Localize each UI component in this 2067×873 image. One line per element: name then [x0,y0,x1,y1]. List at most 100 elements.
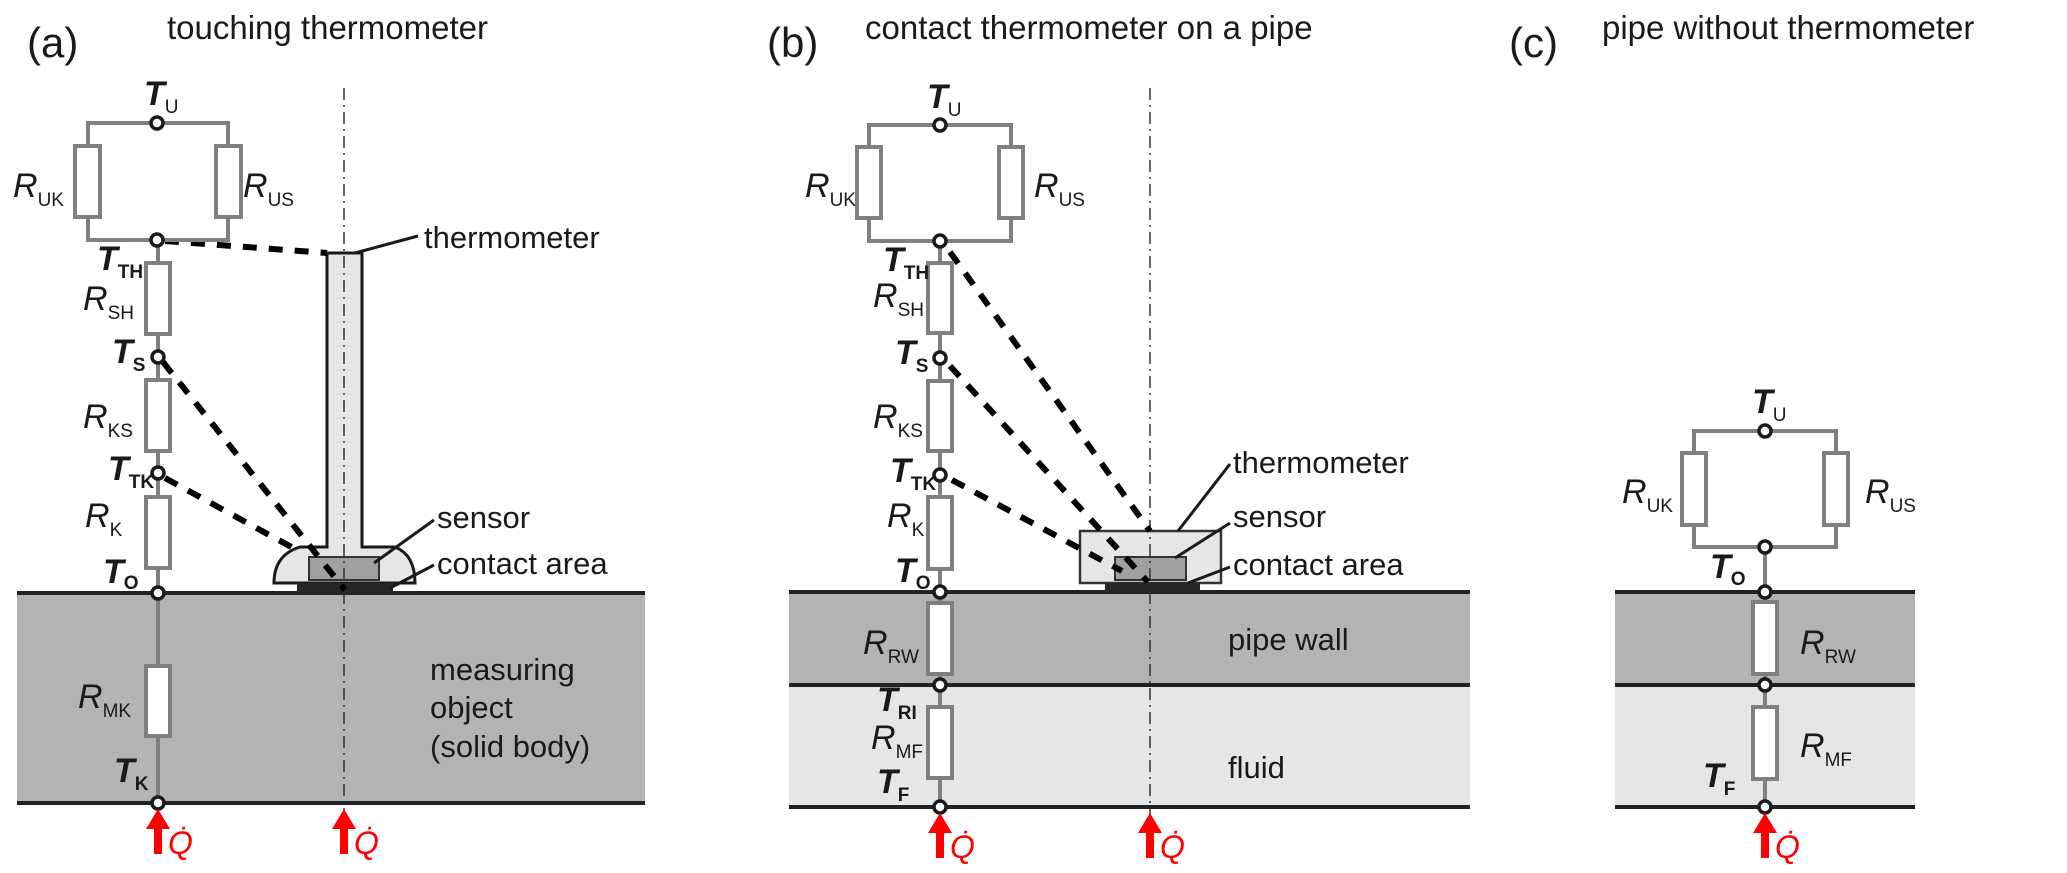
body-label-1: measuring [430,652,575,687]
panel-b-title: contact thermometer on a pipe [865,9,1313,46]
label-to: TO [895,552,931,594]
resistor-us [1822,451,1850,527]
node-tf [932,799,948,815]
node-th [932,233,948,249]
label-tu: TU [1752,383,1787,426]
sensor-leader [373,518,435,565]
contact-leader [1187,565,1231,585]
label-ttk: TTK [108,450,154,493]
heat-flow-arrow [928,813,952,858]
link-th [947,250,1153,533]
resistor-uk [855,145,883,220]
label-rus: RUS [1865,473,1916,517]
label-ruk: RUK [1622,473,1673,517]
resistor-us [997,145,1025,220]
label-tth: TTH [97,240,143,283]
label-ts: TS [895,334,928,377]
heat-flow-label: Q̇ [168,825,193,861]
heat-flow-arrow [1753,813,1777,858]
fluid [789,685,1470,807]
label-tu: TU [144,75,179,118]
node-ts [150,349,166,365]
heat-flow-label-center: Q̇ [1160,829,1185,865]
label-ts: TS [112,333,145,376]
contact-area-label: contact area [1233,547,1404,582]
solid-body [17,593,645,803]
label-tu: TU [927,78,962,121]
node-to-bridge [1757,539,1773,555]
panel-c: (c) pipe without thermometer TU RUK RUS … [1509,9,1974,865]
label-rks: RKS [83,398,133,442]
sensor-label: sensor [1233,499,1326,534]
panel-b: (b) contact thermometer on a pipe pipe w… [767,9,1470,865]
contact-area-label: contact area [437,546,608,581]
label-rrw: RRW [1800,624,1856,668]
node-tri [1757,677,1773,693]
thermometer-label: thermometer [424,220,600,255]
label-rus: RUS [1034,167,1085,211]
resistor-mk [144,664,172,738]
node-to [932,584,948,600]
label-tf: TF [1703,757,1735,800]
thermometer-leader [354,234,419,255]
label-to: TO [103,553,139,594]
heat-flow-arrow-center [1138,813,1162,858]
label-tk: TK [114,752,149,795]
panel-a-label: (a) [27,19,78,66]
node-ttk [150,465,166,481]
label-rk: RK [887,497,925,541]
heat-flow-arrow-center [332,809,356,854]
resistor-rw [1751,600,1779,676]
resistor-k [144,495,172,570]
node-tk [150,795,166,811]
heat-flow-label: Q̇ [1775,829,1800,865]
sensor-label: sensor [437,500,530,535]
resistor-uk [73,144,102,219]
link-s [947,363,1151,585]
link-tk [163,475,297,552]
resistor-rw [926,601,954,676]
node-th [149,232,165,248]
label-tri: TRI [877,681,917,724]
node-ttk [932,467,948,483]
resistor-mf [1751,705,1779,781]
fluid-label: fluid [1228,750,1285,785]
label-ttk: TTK [890,452,936,495]
link-tk [950,477,1124,574]
node-to [1757,584,1773,600]
node-ts [932,350,948,366]
label-to: TO [1710,548,1746,590]
heat-flow-label-center: Q̇ [354,825,379,861]
resistor-ks [926,379,954,453]
label-rsh: RSH [873,277,924,321]
panel-b-label: (b) [767,19,818,66]
resistor-sh [144,261,172,336]
label-rrw: RRW [863,624,919,668]
contact-leader [389,563,435,590]
panel-c-title: pipe without thermometer [1602,9,1974,46]
label-rks: RKS [873,398,923,442]
link-s [160,360,348,592]
panel-c-label: (c) [1509,19,1558,66]
heat-flow-arrow [146,809,170,854]
resistor-ks [144,378,172,453]
resistor-k [926,495,954,571]
contact-area [1105,583,1200,592]
node-tf [1757,799,1773,815]
sensor-leader [1174,521,1231,560]
label-ruk: RUK [13,167,64,211]
label-rmf: RMF [871,719,923,763]
label-ruk: RUK [805,167,856,211]
label-rmk: RMK [78,678,131,722]
panel-a: (a) touching thermometer measuring objec… [13,9,645,861]
resistor-sh [926,261,954,335]
label-rmf: RMF [1800,727,1852,771]
link-th [164,238,328,256]
node-tri [932,677,948,693]
label-rsh: RSH [83,280,134,324]
node-tu [149,115,165,131]
body-label-2: object [430,690,513,725]
resistor-mf [926,705,954,780]
resistor-uk [1680,451,1708,527]
